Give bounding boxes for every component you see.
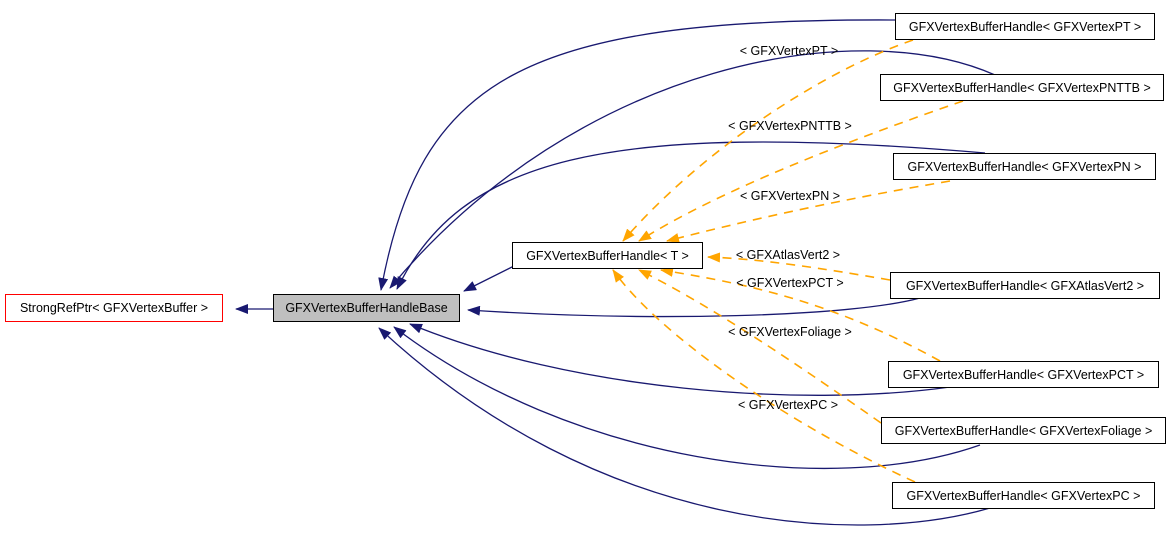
inheritance-edge-pnttb	[389, 50, 996, 289]
inheritance-edge-pt	[378, 19, 896, 291]
node-handle-gfxvertexfoliage[interactable]: GFXVertexBufferHandle< GFXVertexFoliage …	[881, 417, 1166, 444]
template-edge-pn	[666, 180, 951, 243]
node-handle-gfxvertexpct[interactable]: GFXVertexBufferHandle< GFXVertexPCT >	[888, 361, 1159, 388]
inheritance-edge-pc	[378, 327, 991, 526]
template-edge-pnttb	[638, 100, 964, 242]
edge-label-gfxvertexpc: < GFXVertexPC >	[737, 398, 839, 412]
template-edge-pct	[660, 266, 941, 362]
inheritance-edge-template	[463, 265, 515, 292]
node-handle-gfxvertexpt[interactable]: GFXVertexBufferHandle< GFXVertexPT >	[895, 13, 1155, 40]
node-handle-gfxvertexpc[interactable]: GFXVertexBufferHandle< GFXVertexPC >	[892, 482, 1155, 509]
template-edge-pt	[622, 39, 914, 242]
template-edge-pc	[612, 269, 916, 483]
edge-label-gfxvertexfoliage: < GFXVertexFoliage >	[728, 325, 852, 339]
node-handle-gfxatlasvert2[interactable]: GFXVertexBufferHandle< GFXAtlasVert2 >	[890, 272, 1160, 299]
edge-label-gfxvertexpt: < GFXVertexPT >	[739, 44, 839, 58]
inheritance-edge-foliage	[393, 326, 981, 470]
inheritance-edge-pct	[409, 323, 951, 396]
edge-label-gfxvertexpnttb: < GFXVertexPNTTB >	[728, 119, 852, 133]
edge-label-gfxvertexpct: < GFXVertexPCT >	[736, 276, 844, 290]
node-handle-gfxvertexpnttb[interactable]: GFXVertexBufferHandle< GFXVertexPNTTB >	[880, 74, 1164, 101]
template-edge-foliage	[638, 269, 882, 424]
inheritance-edge-atlasvert2	[467, 297, 921, 318]
edge-label-gfxvertexpn: < GFXVertexPN >	[739, 189, 841, 203]
template-edge-atlasvert2	[707, 252, 891, 281]
node-gfxvertexbufferhandle-t[interactable]: GFXVertexBufferHandle< T >	[512, 242, 703, 269]
node-strongrefptr[interactable]: StrongRefPtr< GFXVertexBuffer >	[5, 294, 223, 322]
node-gfxvertexbufferhandlebase: GFXVertexBufferHandleBase	[273, 294, 460, 322]
node-handle-gfxvertexpn[interactable]: GFXVertexBufferHandle< GFXVertexPN >	[893, 153, 1156, 180]
inheritance-edge-pn	[396, 141, 986, 290]
edge-label-gfxatlasvert2: < GFXAtlasVert2 >	[735, 248, 841, 262]
